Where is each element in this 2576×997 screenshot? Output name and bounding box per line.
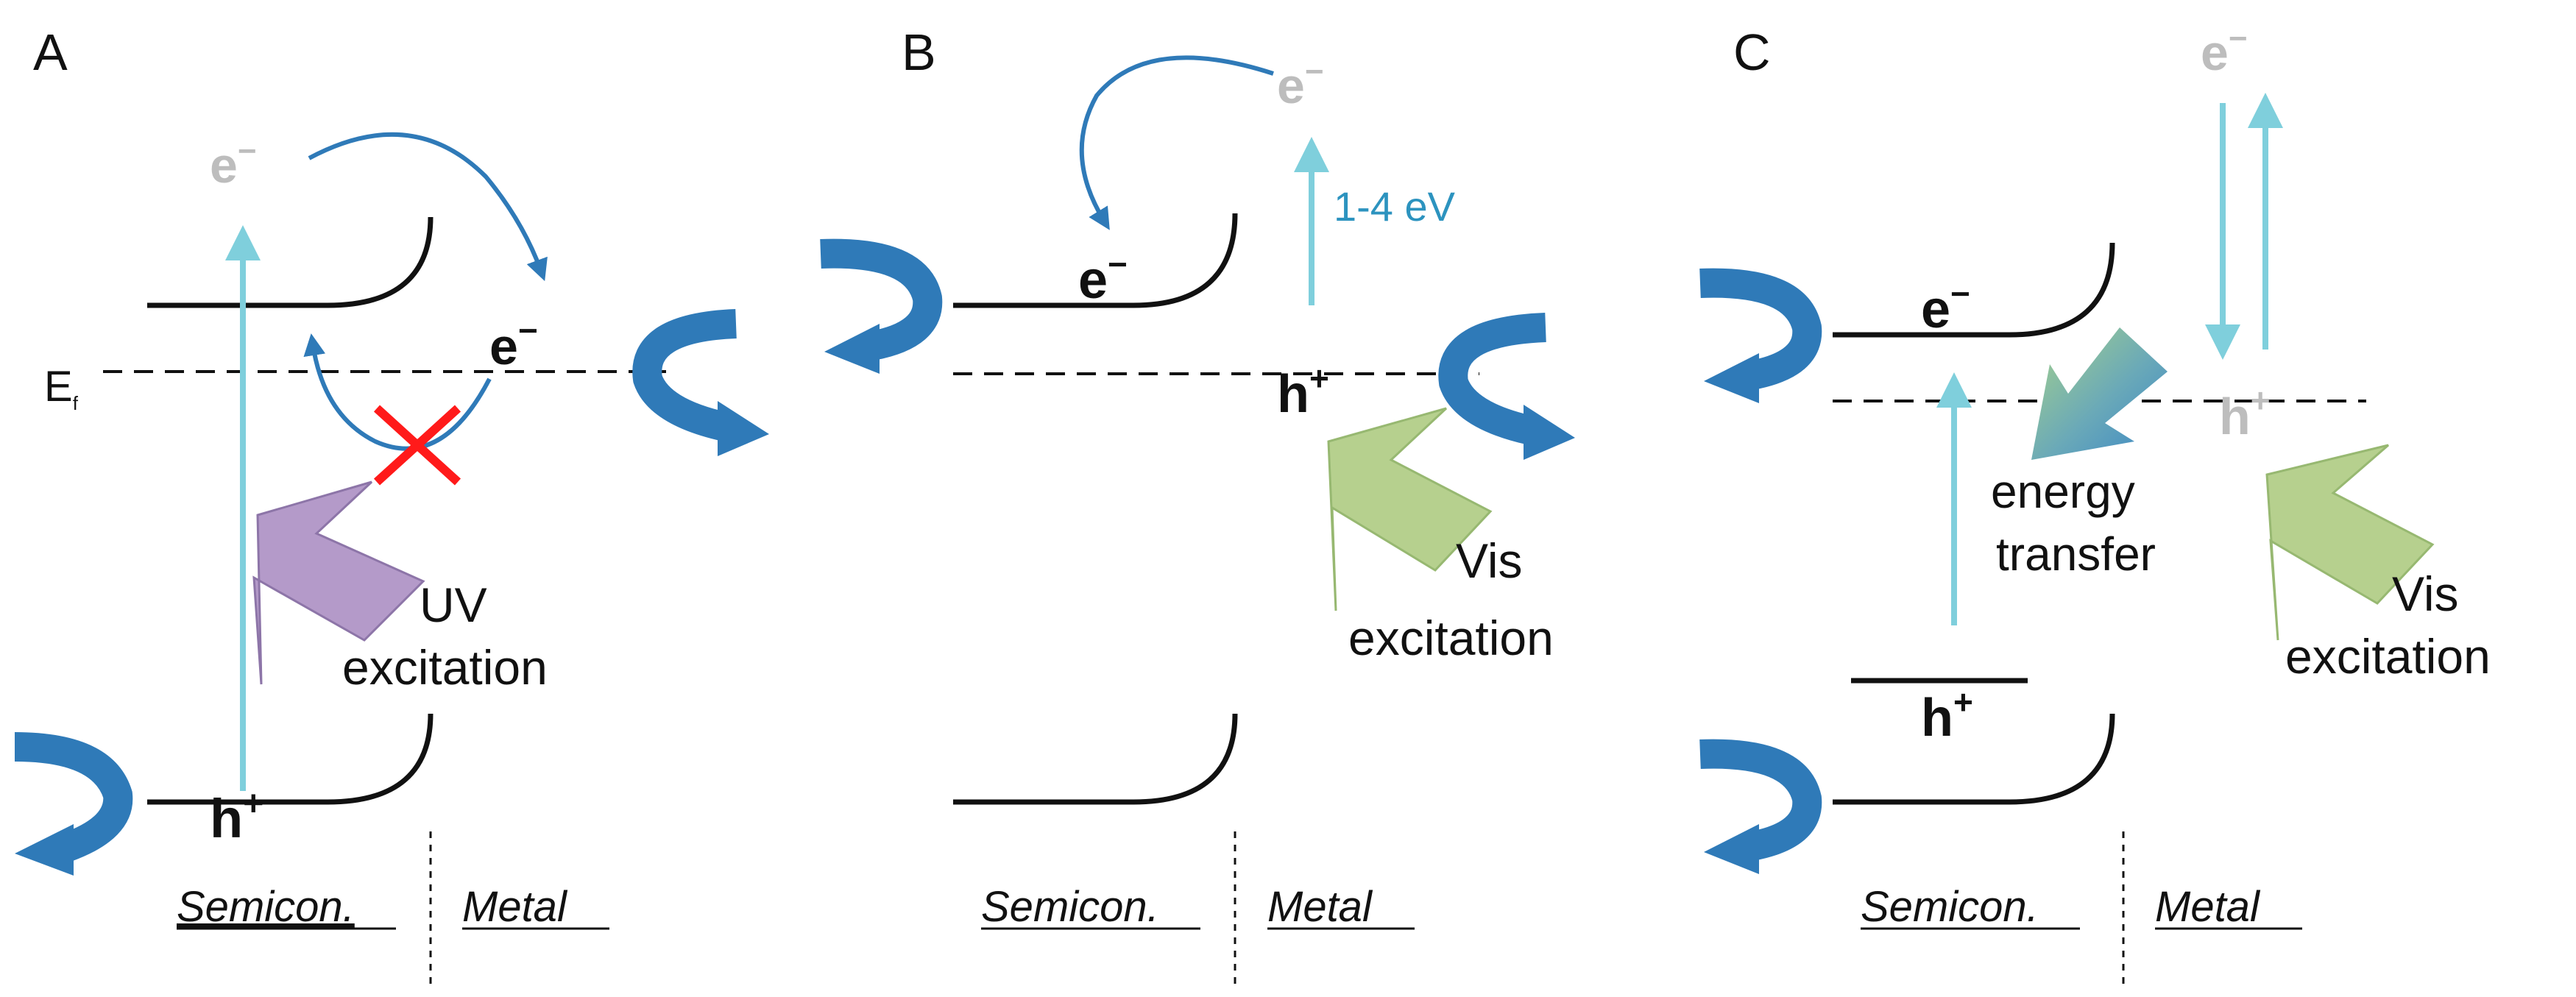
- hole-curl-arrowhead: [1524, 405, 1575, 460]
- back-transfer-arc: [303, 333, 492, 451]
- electron-label-faded: e−: [210, 133, 257, 194]
- panel-c-letter: C: [1733, 24, 1771, 81]
- electron-curl-arrowhead: [824, 324, 880, 374]
- electron-fermi-label: e−: [489, 311, 538, 375]
- excitation-label: excitation: [1348, 611, 1554, 665]
- hole-curl-arrowhead: [15, 824, 74, 876]
- valence-band-line: [1833, 713, 2115, 805]
- semicon-label: Semicon.: [1861, 883, 2039, 931]
- electron-cb-label: e−: [1921, 274, 1970, 339]
- electron-cb-label: e−: [1078, 245, 1128, 310]
- hole-curl-arrow: [1699, 739, 1822, 861]
- energy-label: energy: [1991, 465, 2135, 518]
- hole-curl-arrow: [1438, 313, 1546, 445]
- hole-label: h+: [210, 784, 263, 849]
- electron-curl-arrow: [1699, 268, 1822, 390]
- energy-range-label: 1-4 eV: [1334, 183, 1456, 230]
- electron-curl-arrowhead: [718, 401, 769, 456]
- conduction-band-line: [147, 216, 434, 308]
- semicon-label: Semicon.: [981, 883, 1159, 931]
- electron-curl-arrow: [820, 238, 943, 361]
- hot-electron-injection-arc: [1079, 55, 1274, 230]
- fermi-level-label: Ef: [44, 363, 79, 414]
- metal-label: Metal: [1267, 883, 1373, 931]
- hole-metal-label: h+: [1277, 359, 1329, 424]
- electron-curl-arrow: [632, 309, 737, 441]
- vis-label: Vis: [1456, 533, 1523, 588]
- panel-b: B e− 1-4 eV e− h+ Vis excitation Semicon…: [820, 24, 1575, 986]
- uv-excitation-arrow: [252, 480, 425, 685]
- conduction-band-line: [1833, 242, 2115, 338]
- blocked-cross-icon: [373, 405, 461, 486]
- energy-transfer-arrow: [2031, 327, 2168, 460]
- electron-transfer-arc: [308, 132, 548, 282]
- panel-a-letter: A: [33, 24, 68, 81]
- vis-excitation-arrow: [1327, 407, 1493, 611]
- excitation-label: excitation: [2285, 629, 2491, 684]
- electron-curl-arrowhead: [1704, 353, 1759, 403]
- vis-excitation-arrow: [2265, 444, 2435, 641]
- panel-b-letter: B: [902, 24, 936, 81]
- uv-label: UV: [420, 578, 487, 632]
- metal-label: Metal: [462, 883, 568, 931]
- valence-band-line: [953, 713, 1238, 805]
- electron-label-faded: e−: [2201, 21, 2248, 81]
- vis-label: Vis: [2392, 567, 2459, 621]
- panel-a: A e− e− Ef UV excitation h+: [14, 24, 769, 986]
- hole-metal-label-faded: h+: [2219, 381, 2271, 445]
- hole-curl-arrowhead: [1704, 824, 1759, 874]
- electron-label-faded: e−: [1277, 54, 1324, 114]
- metal-label: Metal: [2155, 883, 2261, 931]
- panel-c: C e− h+ e− h+ energy transfer Vis excita…: [1699, 21, 2491, 986]
- excitation-label: excitation: [342, 640, 548, 695]
- hole-curl-arrow: [14, 732, 133, 862]
- transfer-label: transfer: [1996, 528, 2156, 581]
- hole-vb-label: h+: [1921, 683, 1973, 748]
- semicon-label: Semicon.: [177, 883, 355, 931]
- valence-band-line: [147, 713, 434, 805]
- conduction-band-line: [953, 213, 1238, 308]
